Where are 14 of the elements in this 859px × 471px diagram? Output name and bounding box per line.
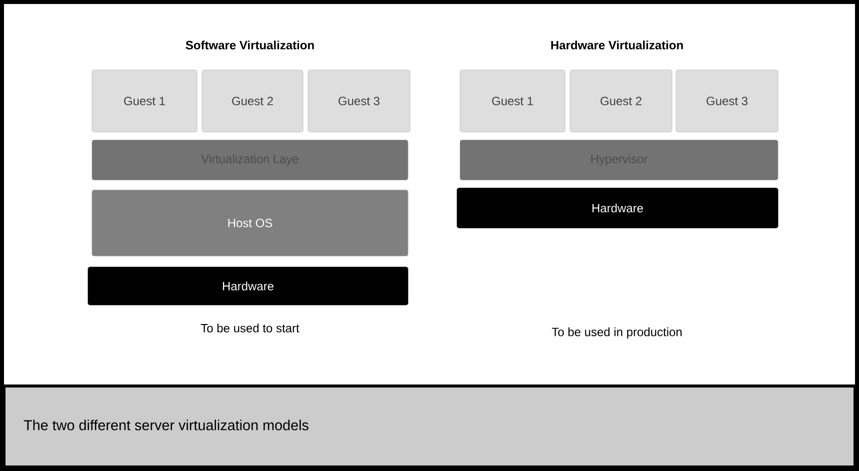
hardware-bar: Hardware xyxy=(88,266,408,306)
heading: Hardware Virtualization xyxy=(551,40,683,50)
guest-box: Guest 3 xyxy=(676,70,778,132)
heading: Software Virtualization xyxy=(186,40,314,50)
note: To be used in production xyxy=(552,327,682,339)
guest-box: Guest 2 xyxy=(202,70,304,132)
note: To be used to start xyxy=(200,324,300,332)
guest-box: Guest 2 xyxy=(570,70,672,132)
host-os-box: Host OS xyxy=(92,190,408,256)
guest-box: Guest 3 xyxy=(308,70,410,132)
guest-box: Guest 1 xyxy=(460,70,566,132)
guest-box: Guest 1 xyxy=(92,70,198,132)
hardware-bar: Hardware xyxy=(456,188,778,228)
caption: The two different server virtualization models xyxy=(24,420,308,430)
